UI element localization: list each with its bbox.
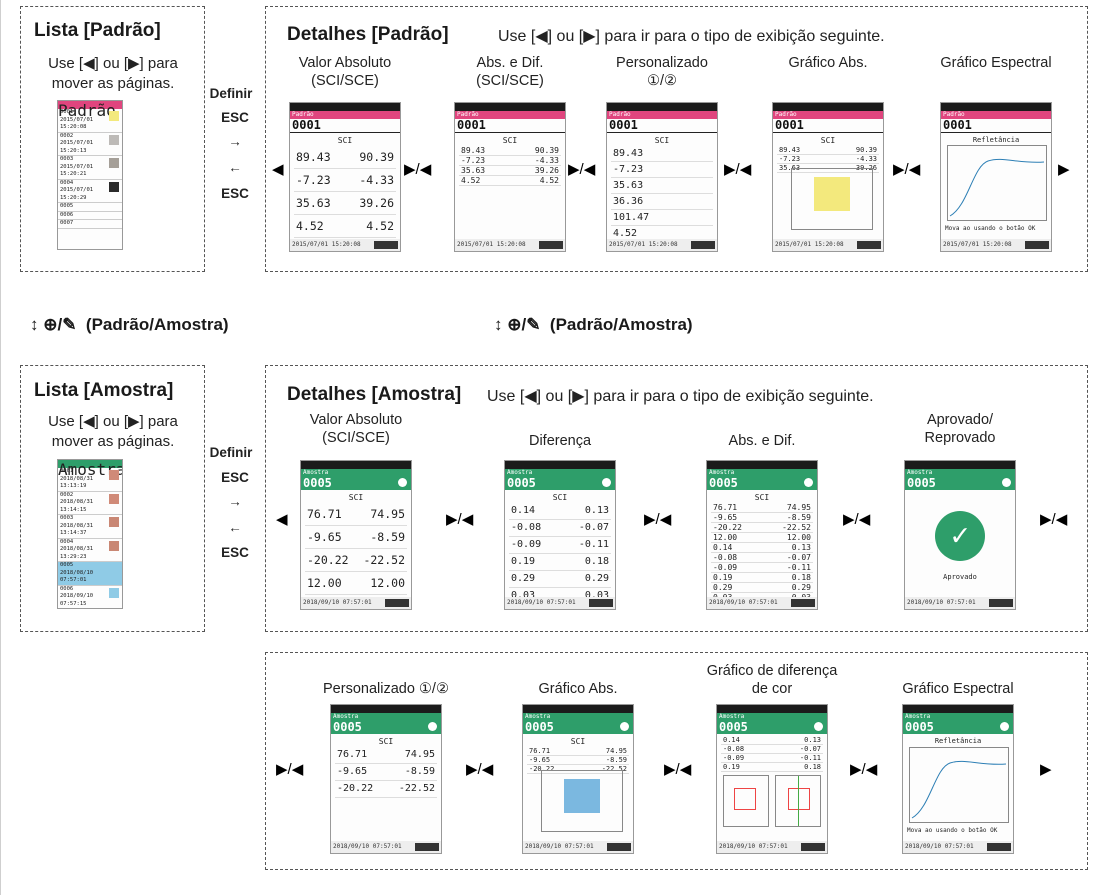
nav-sam-3: ▶/◀ [1040, 511, 1068, 528]
list-standard-note: Use [◀] ou [▶] para mover as páginas. [48, 55, 178, 92]
list-item: 0005 [58, 203, 122, 212]
nav-left-std: ◀ [272, 161, 284, 178]
esc-label-std-2: ESC [221, 186, 249, 201]
left-border-line [0, 0, 1, 895]
std-label-1: Abs. e Dif.(SCI/SCE) [476, 55, 544, 89]
list-item: 0006 [58, 212, 122, 220]
sam2-label-3: Gráfico Espectral [902, 681, 1014, 697]
nav-std-2: ▶/◀ [724, 161, 752, 178]
details-standard-hint: Use [◀] ou [▶] para ir para o tipo de ex… [498, 28, 885, 45]
switch-left: ↕ ⊕/✎ (Padrão/Amostra) [30, 315, 229, 334]
std-label-4: Gráfico Espectral [940, 55, 1052, 71]
details-sample-hint: Use [◀] ou [▶] para ir para o tipo de ex… [487, 388, 874, 405]
esc-label-sam-1: ESC [221, 470, 249, 485]
nav-std-0: ▶/◀ [404, 161, 432, 178]
nav-sam2-3: ▶/◀ [850, 761, 878, 778]
nav-right-sam2: ▶ [1040, 761, 1052, 778]
nav-sam-2: ▶/◀ [843, 511, 871, 528]
sam-label-2: Abs. e Dif. [728, 433, 796, 449]
sam-label-1: Diferença [528, 433, 592, 449]
list-standard-box [20, 6, 205, 272]
nav-left-sam: ◀ [276, 511, 288, 528]
list-sample-box [20, 365, 205, 632]
nav-sam2-0: ▶/◀ [276, 761, 304, 778]
target-icon: ⊕ [507, 315, 522, 334]
list-sample-note: Use [◀] ou [▶] para mover as páginas. [48, 413, 178, 450]
nav-sam-0: ▶/◀ [446, 511, 474, 528]
sam-label-3: Aprovado/Reprovado [924, 412, 996, 446]
target-icon: ⊕ [43, 315, 58, 334]
details-sample-title: Detalhes [Amostra] [287, 384, 462, 405]
list-sample-title: Lista [Amostra] [34, 380, 174, 401]
std-label-0: Valor Absoluto(SCI/SCE) [298, 55, 392, 89]
details-sample-row2-box [265, 652, 1088, 870]
pen-icon: ✎ [62, 315, 77, 334]
pen-icon: ✎ [526, 315, 541, 334]
right-arrow-sam: → [228, 494, 242, 509]
nav-std-3: ▶/◀ [893, 161, 921, 178]
list-standard-title: Lista [Padrão] [34, 20, 161, 41]
details-standard-title: Detalhes [Padrão] [287, 24, 449, 45]
esc-label-std-1: ESC [221, 110, 249, 125]
nav-right-std: ▶ [1058, 161, 1070, 178]
nav-sam2-1: ▶/◀ [466, 761, 494, 778]
sam2-label-1: Gráfico Abs. [538, 681, 618, 697]
definir-label-sam: Definir [209, 445, 253, 460]
sam2-label-0: Personalizado ①/② [323, 681, 449, 697]
std-label-3: Gráfico Abs. [788, 55, 868, 71]
nav-std-1: ▶/◀ [568, 161, 596, 178]
definir-label-std: Definir [209, 86, 253, 101]
details-sample-box [265, 365, 1088, 632]
left-arrow-sam: ← [228, 520, 242, 535]
list-item: 0007 [58, 220, 122, 229]
nav-sam2-2: ▶/◀ [664, 761, 692, 778]
details-standard-box [265, 6, 1088, 272]
sam-label-0: Valor Absoluto(SCI/SCE) [309, 412, 403, 446]
right-arrow-std: → [228, 134, 242, 149]
switch-right: ↕ ⊕/✎ (Padrão/Amostra) [494, 315, 693, 334]
nav-sam-1: ▶/◀ [644, 511, 672, 528]
esc-label-sam-2: ESC [221, 545, 249, 560]
left-arrow-std: ← [228, 160, 242, 175]
